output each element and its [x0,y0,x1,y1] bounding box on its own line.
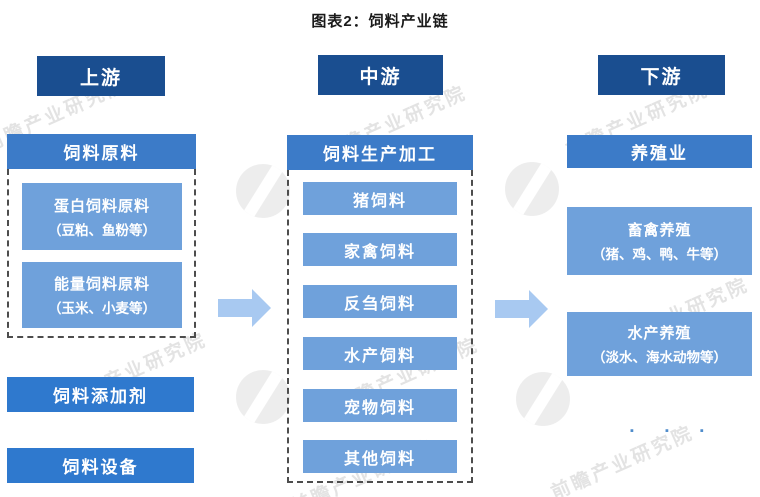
item-label-line2: （豆粕、鱼粉等） [48,222,156,238]
item-pet-feed: 宠物饲料 [303,389,457,422]
feed-raw-materials-group [7,169,196,338]
item-poultry-feed: 家禽饲料 [303,233,457,266]
watermark-logo-icon [516,372,570,426]
box-feed-equipment: 饲料设备 [7,448,194,483]
feed-production-group [287,170,473,483]
watermark-logo-icon [236,164,290,218]
stage-header-upstream: 上游 [37,56,165,96]
item-label-line2: （猪、鸡、鸭、牛等） [592,247,727,262]
item-label-line1: 蛋白饲料原料 [53,197,150,215]
item-label-line2: （淡水、海水动物等） [592,350,727,365]
stage-header-downstream: 下游 [598,55,725,95]
section-header-feed-raw-materials: 饲料原料 [7,134,196,169]
arrow-right-icon [218,289,271,327]
item-other-feed: 其他饲料 [303,440,457,473]
watermark-logo-icon [236,370,290,424]
item-aquatic-feed: 水产饲料 [303,337,457,370]
item-label-line2: （玉米、小麦等） [48,301,156,316]
section-header-feed-production: 饲料生产加工 [287,135,473,170]
stage-header-midstream: 中游 [318,55,443,95]
item-label-line1: 水产养殖 [627,325,692,342]
item-label-line1: 能量饲料原料 [53,276,150,293]
item-aquaculture: 水产养殖 （淡水、海水动物等） [567,312,752,376]
ellipsis-dots: ▪ ▪ ▪ [630,425,718,437]
item-label-line1: 畜禽养殖 [627,222,692,239]
item-protein-feed-materials: 蛋白饲料原料 （豆粕、鱼粉等） [22,183,182,250]
page-title: 图表2：饲料产业链 [311,13,449,30]
item-ruminant-feed: 反刍饲料 [303,285,457,318]
item-pig-feed: 猪饲料 [303,182,457,215]
item-energy-feed-materials: 能量饲料原料 （玉米、小麦等） [22,262,182,328]
watermark-logo-icon [505,162,559,216]
arrow-right-icon [495,290,548,328]
box-feed-additives: 饲料添加剂 [7,377,194,412]
section-header-breeding-industry: 养殖业 [567,135,752,168]
item-livestock-poultry-breeding: 畜禽养殖 （猪、鸡、鸭、牛等） [567,207,752,275]
